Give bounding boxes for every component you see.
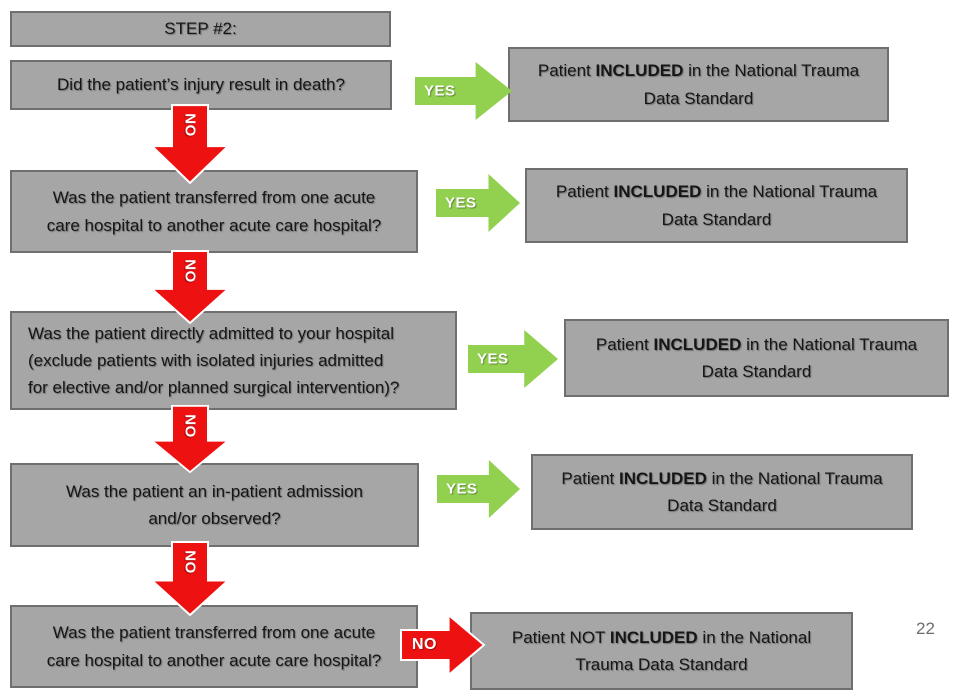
outcome-text-4: Patient INCLUDED in the National Trauma … bbox=[561, 465, 882, 519]
outcome-box-2: Patient INCLUDED in the National Trauma … bbox=[525, 168, 908, 243]
yes-label: YES bbox=[445, 194, 477, 212]
outcome-box-4: Patient INCLUDED in the National Trauma … bbox=[531, 454, 913, 530]
outcome-post: in the National Trauma Data Standard bbox=[661, 182, 878, 229]
no-label: NO bbox=[412, 636, 437, 653]
outcome-pre: Patient bbox=[561, 468, 620, 488]
no-label: NO bbox=[181, 259, 199, 283]
outcome-post: in the National Trauma Data Standard bbox=[667, 468, 883, 515]
outcome-post: in the National Trauma Data Standard bbox=[575, 627, 812, 674]
no-arrow-down-4: NO bbox=[151, 541, 229, 616]
outcome-included: INCLUDED bbox=[619, 468, 707, 488]
arrow-right-icon bbox=[437, 460, 520, 518]
outcome-included: INCLUDED bbox=[613, 182, 702, 202]
outcome-pre: Patient bbox=[555, 182, 614, 202]
arrow-down-icon bbox=[151, 104, 229, 184]
outcome-pre: Patient bbox=[595, 334, 654, 354]
arrow-down-icon bbox=[151, 250, 229, 324]
outcome-text-1: Patient INCLUDED in the National Trauma … bbox=[538, 57, 859, 111]
arrow-right-icon bbox=[436, 174, 520, 232]
no-arrow-down-3: NO bbox=[151, 405, 229, 473]
arrow-right-icon bbox=[400, 613, 486, 677]
yes-label: YES bbox=[446, 480, 478, 498]
arrow-down-icon bbox=[151, 405, 229, 473]
outcome-text-2: Patient INCLUDED in the National Trauma … bbox=[556, 178, 877, 232]
no-label: NO bbox=[181, 550, 199, 574]
question-box-2: Was the patient transferred from one acu… bbox=[10, 170, 418, 253]
outcome-pre: Patient bbox=[537, 61, 596, 81]
question-text-5: Was the patient transferred from one acu… bbox=[46, 623, 382, 670]
no-arrow-down-2: NO bbox=[151, 250, 229, 324]
yes-arrow-1: YES bbox=[415, 60, 512, 122]
no-arrow-down-1: NO bbox=[151, 104, 229, 184]
outcome-box-3: Patient INCLUDED in the National Trauma … bbox=[564, 319, 949, 397]
question-box-5: Was the patient transferred from one acu… bbox=[10, 605, 418, 688]
step-header-label: STEP #2: bbox=[164, 19, 237, 39]
page-number: 22 bbox=[916, 619, 935, 638]
question-box-4: Was the patient an in-patient admission … bbox=[10, 463, 419, 547]
yes-arrow-4: YES bbox=[437, 458, 520, 520]
question-text-1: Did the patient’s injury result in death… bbox=[57, 75, 345, 95]
outcome-box-1: Patient INCLUDED in the National Trauma … bbox=[508, 47, 889, 122]
outcome-post: in the National Trauma Data Standard bbox=[701, 334, 918, 381]
question-text-2: Was the patient transferred from one acu… bbox=[46, 188, 382, 235]
no-arrow-right: NO bbox=[400, 613, 486, 677]
outcome-included: INCLUDED bbox=[653, 334, 742, 354]
question-text-3: Was the patient directly admitted to you… bbox=[28, 323, 400, 398]
question-box-1: Did the patient’s injury result in death… bbox=[10, 60, 392, 110]
question-text-4: Was the patient an in-patient admission … bbox=[65, 481, 364, 528]
yes-arrow-3: YES bbox=[468, 328, 558, 390]
yes-label: YES bbox=[424, 82, 456, 100]
arrow-right-icon bbox=[468, 330, 558, 388]
arrow-down-icon bbox=[151, 541, 229, 616]
outcome-text-3: Patient INCLUDED in the National Trauma … bbox=[596, 331, 917, 385]
no-label: NO bbox=[181, 113, 199, 137]
outcome-pre: Patient NOT bbox=[511, 627, 610, 647]
outcome-included: INCLUDED bbox=[595, 61, 684, 81]
arrow-right-icon bbox=[415, 62, 512, 120]
outcome-not-included: INCLUDED bbox=[609, 627, 698, 647]
outcome-box-5: Patient NOT INCLUDED in the National Tra… bbox=[470, 612, 853, 690]
step-header-box: STEP #2: bbox=[10, 11, 391, 47]
yes-arrow-2: YES bbox=[436, 172, 520, 234]
question-box-3: Was the patient directly admitted to you… bbox=[10, 311, 457, 410]
yes-label: YES bbox=[477, 350, 509, 368]
outcome-post: in the National Trauma Data Standard bbox=[643, 61, 860, 108]
outcome-text-5: Patient NOT INCLUDED in the National Tra… bbox=[512, 624, 811, 678]
no-label: NO bbox=[181, 414, 199, 438]
